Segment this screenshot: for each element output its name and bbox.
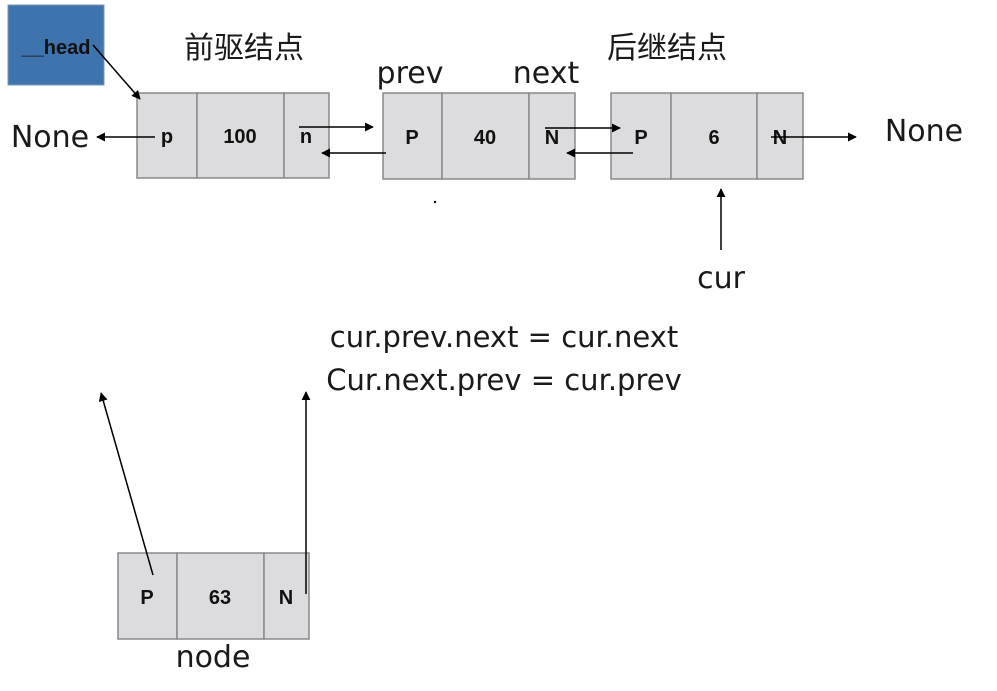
node-prev-text: P <box>140 587 153 609</box>
succ-next-cell <box>756 92 804 180</box>
successor-node: P 6 N <box>610 92 804 180</box>
stray-dot <box>433 200 437 204</box>
middle-prev-cell <box>382 92 443 180</box>
pred-prev-cell <box>136 92 198 179</box>
succ-next-text: N <box>773 127 787 149</box>
node-prev-up-arrow <box>98 392 154 576</box>
head-to-pred-arrow <box>92 44 141 100</box>
succ-prev-text: P <box>634 127 647 149</box>
predecessor-label: 前驱结点 <box>184 31 304 66</box>
succ-value-text: 6 <box>708 127 719 149</box>
pred-value-cell <box>196 92 285 179</box>
middle-value-cell <box>441 92 530 180</box>
cur-label: cur <box>697 261 746 296</box>
node-next-cell <box>263 552 310 640</box>
formula-line-2: Cur.next.prev = cur.prev <box>326 363 682 397</box>
middle-next-text: N <box>545 127 559 149</box>
node-next-text: N <box>279 587 293 609</box>
middle-next-cell <box>528 92 576 180</box>
succ-prev-cell <box>610 92 672 180</box>
succ-value-cell <box>670 92 758 180</box>
middle-node: P 40 N <box>382 92 576 180</box>
node-prev-cell <box>117 552 178 640</box>
none-left-label: None <box>11 120 89 155</box>
node-label: node <box>176 640 251 675</box>
prev-label: prev <box>377 56 444 91</box>
middle-prev-text: P <box>405 127 418 149</box>
head-pointer-box: __head <box>7 4 105 86</box>
predecessor-node: p 100 n <box>136 92 330 179</box>
none-right-label: None <box>885 114 963 149</box>
pred-value-text: 100 <box>223 126 256 148</box>
pred-prev-text: p <box>161 126 173 148</box>
pred-next-text: n <box>300 126 312 148</box>
node-value-cell <box>176 552 265 640</box>
head-label: __head <box>21 37 91 59</box>
successor-label: 后继结点 <box>607 31 727 66</box>
middle-value-text: 40 <box>474 127 496 149</box>
next-label: next <box>513 56 580 91</box>
pred-next-cell <box>283 92 330 179</box>
formula-line-1: cur.prev.next = cur.next <box>330 320 679 354</box>
new-node: P 63 N <box>117 552 310 640</box>
node-value-text: 63 <box>209 587 231 609</box>
